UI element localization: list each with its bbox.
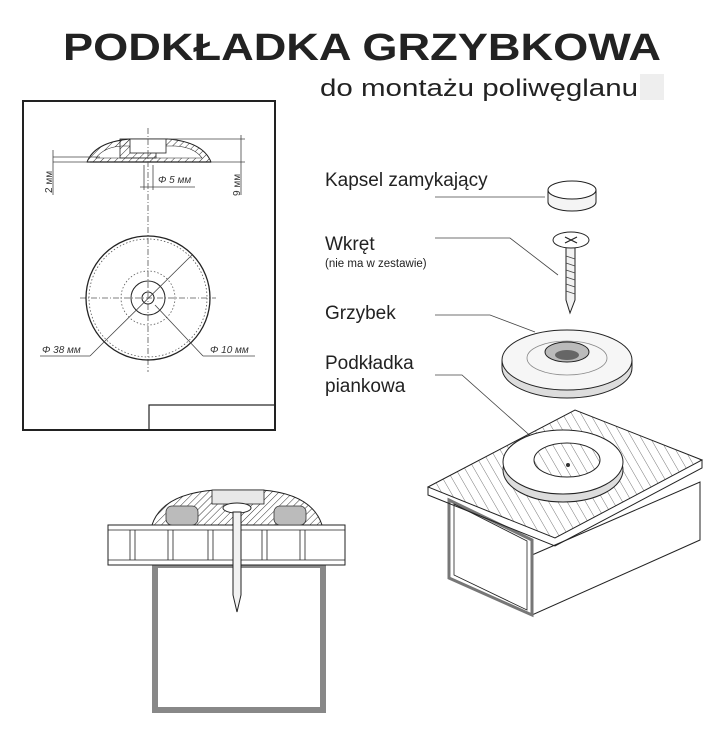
cap-illustration <box>547 180 597 212</box>
leader-lines <box>435 196 559 441</box>
dim-38mm: Φ 38 мм <box>42 345 81 356</box>
dim-5mm: Φ 5 мм <box>158 175 191 186</box>
label-screw-note: (nie ma w zestawie) <box>325 258 427 270</box>
cross-section-illustration <box>107 489 346 713</box>
dim-2mm: 2 мм <box>44 171 55 193</box>
label-mushroom: Grzybek <box>325 303 396 324</box>
subtitle-shade <box>640 74 664 100</box>
label-cap: Kapsel zamykający <box>325 170 488 191</box>
page-subtitle: do montażu poliwęglanu <box>320 75 638 102</box>
technical-drawing: 2 мм Φ 5 мм 9 мм Φ 38 мм Φ 10 мм <box>22 100 276 431</box>
side-profile <box>52 135 245 195</box>
profile-assembly-illustration <box>426 409 704 618</box>
top-view <box>40 235 255 361</box>
label-foam-line1: Podkładka <box>325 353 414 374</box>
label-foam-line2: piankowa <box>325 376 406 397</box>
page-title: PODKŁADKA GRZYBKOWA <box>63 27 661 69</box>
label-screw: Wkręt <box>325 234 375 255</box>
mushroom-illustration <box>501 329 633 399</box>
dim-10mm: Φ 10 мм <box>210 345 249 356</box>
screw-illustration <box>552 231 590 315</box>
title-block <box>148 404 276 431</box>
dim-9mm: 9 мм <box>232 174 243 196</box>
